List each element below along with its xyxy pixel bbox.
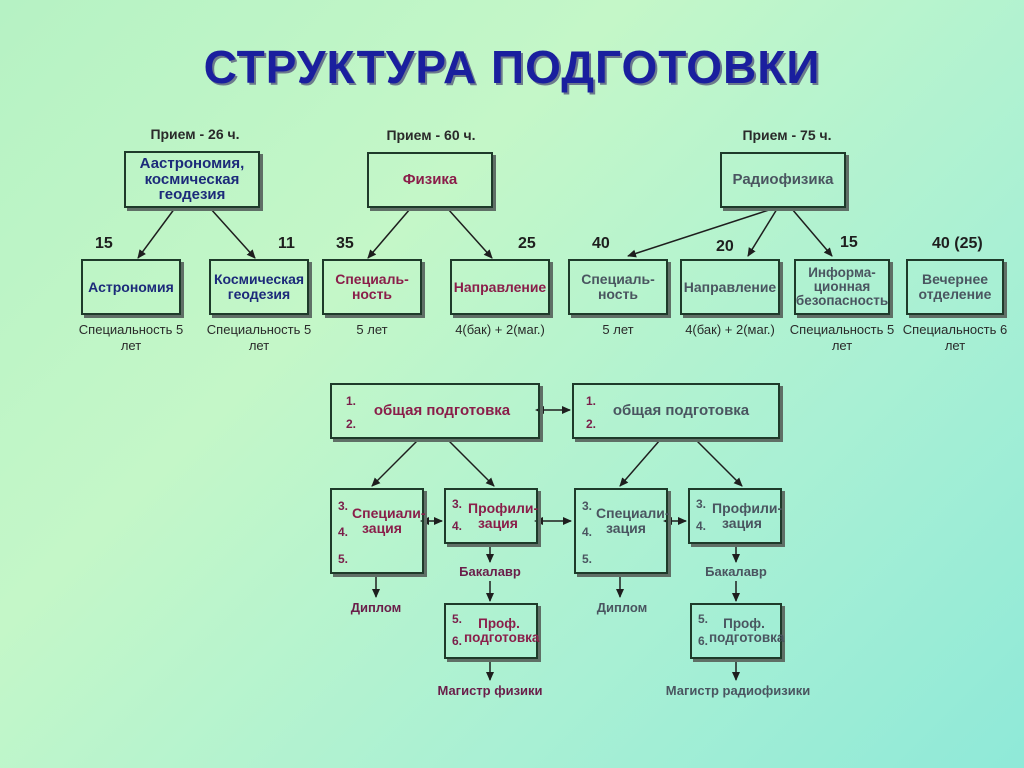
general-radio-step-2: 2.	[586, 416, 597, 431]
duration-phys-spec: 5 лет	[356, 322, 388, 337]
box-prof-physics: 3. 4. Профили-зация	[444, 488, 538, 544]
spec-physics-step-5: 5.	[338, 551, 349, 566]
duration-radio-dir: 4(бак) + 2(маг.)	[685, 322, 775, 337]
box-general-radio: 1. 2. общая подготовка	[572, 383, 780, 439]
profprep-physics-step-5: 5.	[452, 612, 463, 626]
spec-radio-step-5: 5.	[582, 551, 593, 566]
prof-radio-step-3: 3.	[696, 497, 707, 511]
box-profprep-physics-label: Проф. подготовка	[464, 615, 540, 645]
box-radio-specialty: Специаль-ность	[568, 259, 668, 315]
box-phys-specialty: Специаль-ность	[322, 259, 422, 315]
page-title: СТРУКТУРА ПОДГОТОВКИ	[203, 41, 821, 93]
profprep-radio-step-6: 6.	[698, 633, 709, 648]
box-evening-label: Вечернее отделение	[918, 271, 992, 302]
spec-physics-step-4: 4.	[338, 525, 349, 540]
box-radio-direction: Направление	[680, 259, 780, 315]
outcome-bachelor-physics: Бакалавр	[459, 564, 521, 579]
box-general-radio-label: общая подготовка	[612, 402, 750, 420]
box-radio-direction-label: Направление	[683, 278, 777, 295]
box-profprep-radio: 5. 6. Проф. подготовка	[690, 603, 785, 659]
box-spec-radio: 3. 4. 5. Специали-зация	[574, 488, 670, 574]
duration-phys-dir: 4(бак) + 2(маг.)	[455, 322, 545, 337]
spec-radio-step-4: 4.	[582, 525, 593, 540]
count-phys-spec: 35	[336, 235, 354, 252]
box-astro-geodesy-label: Аастрономия, космическая геодезия	[139, 154, 245, 204]
profprep-radio-step-5: 5.	[698, 612, 709, 626]
box-prof-radio-label: Профили-зация	[712, 500, 783, 531]
box-infosec: Информа-ционная безопасность	[794, 259, 890, 315]
outcome-master-physics: Магистр физики	[437, 683, 543, 698]
admission-radio: Прием - 75 ч.	[742, 127, 832, 143]
box-evening: Вечернее отделение	[906, 259, 1004, 315]
box-infosec-label: Информа-ционная безопасность	[795, 264, 889, 309]
duration-astronomy: Специальность 5 лет	[78, 322, 184, 354]
general-physics-step-1: 1.	[346, 394, 357, 408]
box-astro-geodesy: Аастрономия, космическая геодезия	[124, 151, 260, 208]
duration-infosec: Специальность 5 лет	[789, 322, 895, 354]
general-physics-step-2: 2.	[346, 416, 357, 431]
duration-geodesy: Специальность 5 лет	[206, 322, 312, 354]
prof-physics-step-3: 3.	[452, 497, 463, 511]
prof-physics-step-4: 4.	[452, 518, 463, 533]
prof-radio-step-4: 4.	[696, 518, 707, 533]
admission-astro: Прием - 26 ч.	[150, 126, 240, 142]
outcome-master-radio: Магистр радиофизики	[665, 683, 811, 698]
admission-phys: Прием - 60 ч.	[386, 127, 476, 143]
box-space-geodesy-label: Космическая геодезия	[213, 271, 305, 302]
spec-physics-step-3: 3.	[338, 499, 349, 513]
box-spec-radio-label: Специали-зация	[596, 505, 670, 536]
count-radio-spec: 40	[592, 235, 610, 252]
box-space-geodesy: Космическая геодезия	[209, 259, 309, 315]
spec-radio-step-3: 3.	[582, 499, 593, 513]
count-infosec: 15	[840, 234, 858, 251]
box-astronomy: Астрономия	[81, 259, 181, 315]
box-phys-direction: Направление	[450, 259, 550, 315]
count-geodesy: 11	[278, 235, 295, 252]
count-astronomy: 15	[95, 235, 113, 252]
box-phys-specialty-label: Специаль-ность	[335, 271, 409, 302]
box-general-physics-label: общая подготовка	[373, 402, 511, 420]
count-radio-dir: 20	[716, 238, 734, 255]
box-phys-direction-label: Направление	[453, 278, 547, 295]
box-radio-specialty-label: Специаль-ность	[581, 271, 655, 302]
duration-radio-spec: 5 лет	[602, 322, 634, 337]
outcome-diploma-radio: Диплом	[596, 600, 648, 615]
outcome-bachelor-radio: Бакалавр	[705, 564, 767, 579]
duration-evening: Специальность 6 лет	[902, 322, 1008, 354]
box-prof-radio: 3. 4. Профили-зация	[688, 488, 782, 544]
box-prof-physics-label: Профили-зация	[468, 500, 539, 531]
box-profprep-radio-label: Проф. подготовка	[709, 615, 785, 645]
count-phys-dir: 25	[518, 235, 536, 252]
box-physics: Физика	[367, 152, 493, 208]
outcome-diploma-physics: Диплом	[350, 600, 402, 615]
box-radiophysics-label: Радиофизика	[732, 171, 834, 189]
box-radiophysics: Радиофизика	[720, 152, 846, 208]
box-general-physics: 1. 2. общая подготовка	[330, 383, 540, 439]
box-spec-physics-label: Специали-зация	[352, 505, 426, 536]
box-spec-physics: 3. 4. 5. Специали-зация	[330, 488, 426, 574]
box-physics-label: Физика	[402, 171, 458, 189]
box-astronomy-label: Астрономия	[88, 278, 174, 295]
count-evening: 40 (25)	[932, 235, 983, 252]
profprep-physics-step-6: 6.	[452, 633, 463, 648]
general-radio-step-1: 1.	[586, 394, 597, 408]
box-profprep-physics: 5. 6. Проф. подготовка	[444, 603, 540, 659]
